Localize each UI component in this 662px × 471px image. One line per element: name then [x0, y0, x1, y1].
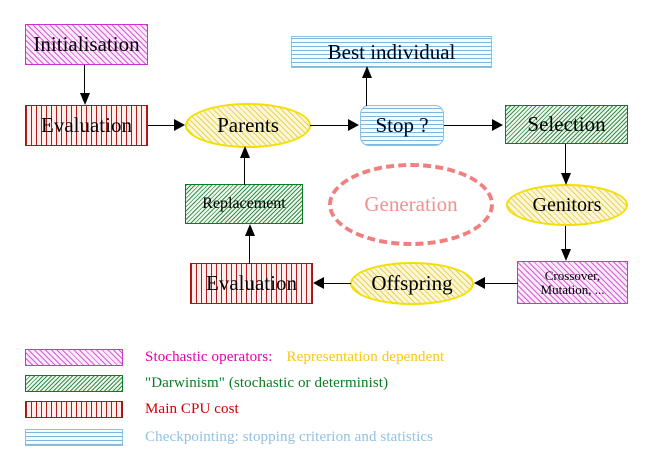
arrow-parents-to-stop	[310, 119, 363, 132]
legend-label: Checkpointing: stopping criterion and st…	[145, 428, 434, 445]
arrow-genitors-to-crossover	[561, 226, 573, 262]
node-crossover-mutation: Crossover, Mutation, ...	[517, 261, 628, 304]
green-diagonal-hatch-swatch-icon	[25, 374, 123, 392]
node-replacement: Replacement	[185, 184, 303, 224]
node-replacement-label: Replacement	[202, 194, 286, 212]
blue-horizontal-hatch-swatch-icon	[25, 428, 123, 446]
node-parents: Parents	[185, 103, 311, 148]
legend-row: "Darwinism" (stochastic or determinist)	[25, 372, 388, 394]
node-offspring-label: Offspring	[371, 271, 453, 296]
node-parents-label: Parents	[217, 113, 279, 138]
arrow-initialisation-to-evaluation	[80, 65, 92, 106]
arrow-evaluation-to-replacement	[245, 224, 257, 264]
legend-label-secondary: Representation dependent	[286, 348, 445, 365]
arrow-evaluation-to-parents	[148, 119, 188, 132]
legend-label: "Darwinism" (stochastic or determinist)	[145, 374, 389, 391]
node-evaluation-bottom: Evaluation	[190, 263, 313, 304]
node-generation-label: Generation	[364, 192, 458, 216]
node-evaluation-top: Evaluation	[25, 105, 148, 146]
node-crossover-label-line1: Crossover,	[544, 267, 601, 283]
node-selection-label: Selection	[527, 112, 606, 137]
node-crossover-label-line2: Mutation, ...	[540, 281, 605, 297]
arrow-stop-to-selection	[444, 119, 507, 132]
node-stop: Stop ?	[360, 105, 444, 146]
legend-row: Checkpointing: stopping criterion and st…	[25, 426, 433, 448]
node-evaluation-bottom-label: Evaluation	[206, 271, 297, 296]
arrow-selection-to-genitors	[561, 144, 573, 186]
node-generation-region: Generation	[328, 163, 494, 246]
legend-label: Stochastic operators:	[145, 348, 273, 365]
magenta-diagonal-hatch-swatch-icon	[25, 348, 123, 366]
arrow-stop-to-best-individual	[362, 66, 374, 106]
node-best-individual: Best individual	[291, 36, 492, 68]
arrow-replacement-to-parents	[240, 146, 252, 185]
node-genitors: Genitors	[506, 184, 628, 226]
arrow-crossover-to-offspring	[474, 277, 518, 290]
node-genitors-label: Genitors	[532, 193, 602, 216]
legend-row: Main CPU cost	[25, 398, 239, 420]
node-offspring: Offspring	[350, 262, 474, 305]
node-evaluation-top-label: Evaluation	[41, 113, 132, 138]
node-initialisation-label: Initialisation	[33, 32, 140, 57]
legend-row: Stochastic operators: Representation dep…	[25, 346, 444, 368]
legend-label: Main CPU cost	[145, 400, 239, 417]
node-selection: Selection	[505, 105, 628, 144]
arrow-offspring-to-evaluation	[313, 277, 351, 290]
node-stop-label: Stop ?	[375, 113, 429, 138]
node-best-individual-label: Best individual	[327, 39, 456, 64]
red-vertical-hatch-swatch-icon	[25, 400, 123, 418]
node-initialisation: Initialisation	[25, 24, 148, 65]
